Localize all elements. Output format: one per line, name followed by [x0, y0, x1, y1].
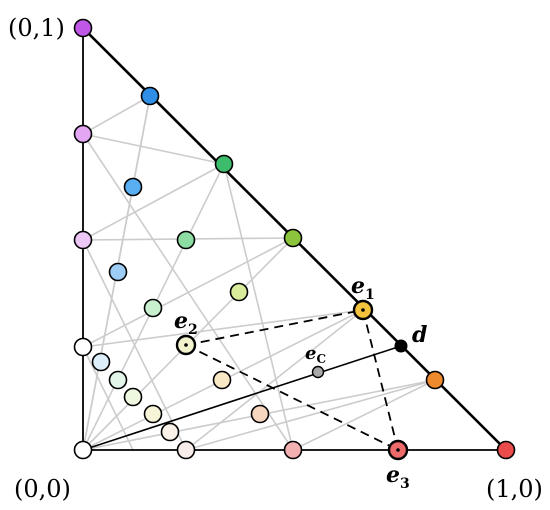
label-ec: eC [305, 343, 326, 366]
grid-node [214, 154, 234, 174]
grid-line [82, 309, 364, 348]
label-e1-base: e [351, 273, 365, 299]
label-d: d [412, 322, 427, 348]
label-e3-sub: 3 [400, 476, 410, 492]
grid-nodes [73, 18, 516, 460]
grid-node [123, 387, 143, 407]
grid-line [292, 379, 436, 451]
grid-node [108, 370, 128, 390]
grid-line [82, 133, 225, 165]
grid-node [425, 370, 445, 390]
label-ec-sub: C [316, 352, 326, 366]
grid-node [73, 230, 93, 250]
grid-node [212, 370, 232, 390]
special-points [175, 299, 409, 461]
grid-node [160, 422, 180, 442]
grid-node [143, 404, 163, 424]
grid-node [283, 440, 303, 460]
origin-to-d-line [82, 345, 402, 451]
corner-label-right: (1,0) [486, 475, 543, 503]
dashed-e2-e1 [185, 309, 364, 346]
dashed-e2-e3 [185, 344, 399, 451]
label-e1-sub: 1 [365, 287, 375, 303]
grid-line [185, 309, 364, 451]
grid-node [250, 404, 270, 424]
dashed-e1-e3 [362, 309, 399, 451]
dashed-triangle [185, 309, 399, 451]
grid-node [283, 228, 303, 248]
grid-line [82, 239, 187, 451]
point-d [394, 339, 408, 353]
grid-node [73, 124, 93, 144]
grid-node [496, 440, 516, 460]
grid-line [82, 95, 151, 135]
label-ec-base: e [305, 343, 316, 364]
corner-label-origin: (0,0) [14, 475, 71, 503]
point-e2-center-dot [184, 343, 188, 347]
grid-node [108, 262, 128, 282]
label-e2: e2 [174, 308, 198, 338]
grid-node [229, 282, 249, 302]
grid-line [185, 379, 436, 451]
label-e3: e3 [386, 462, 410, 492]
grid-node [143, 298, 163, 318]
grid-node [140, 86, 160, 106]
corner-label-top: (0,1) [8, 14, 65, 42]
grid-node [176, 230, 196, 250]
label-e3-base: e [386, 462, 400, 488]
label-e2-base: e [174, 308, 188, 334]
grid-line [82, 346, 134, 451]
grid-node [73, 440, 93, 460]
grid-node [73, 337, 93, 357]
label-e2-sub: 2 [188, 322, 198, 338]
label-e1: e1 [351, 273, 375, 303]
point-e3-center-dot [396, 448, 400, 452]
grid-line [82, 237, 294, 348]
grid-node [73, 18, 93, 38]
grid-line [82, 163, 225, 241]
grid-node [176, 440, 196, 460]
grid-node [123, 177, 143, 197]
grid-node [91, 352, 111, 372]
grid-line [223, 163, 294, 451]
point-ec [311, 365, 325, 379]
point-e1-center-dot [361, 308, 365, 312]
